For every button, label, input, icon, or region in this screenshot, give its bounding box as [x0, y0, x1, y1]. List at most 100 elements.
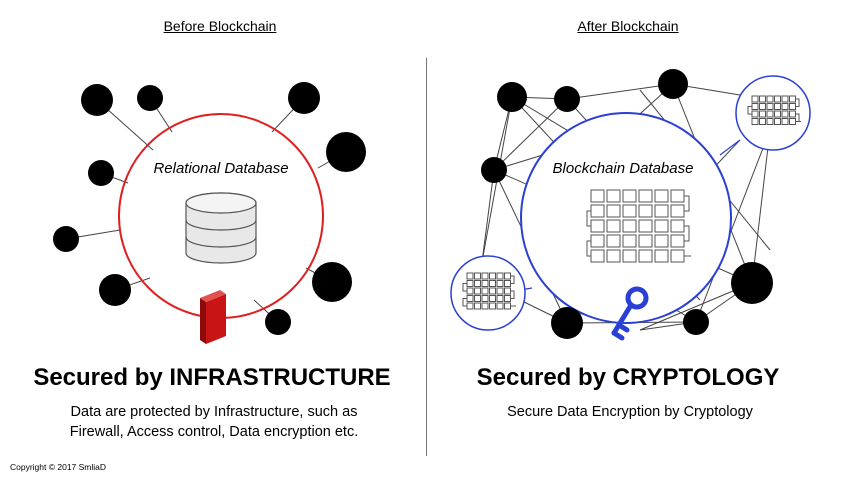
block	[654, 249, 669, 263]
node	[731, 262, 773, 304]
blockchain-blocks-zoom-bottom	[462, 272, 516, 310]
node	[551, 307, 583, 339]
firewall-icon	[200, 290, 226, 344]
block	[670, 234, 685, 248]
block	[496, 287, 504, 295]
block-link	[795, 98, 800, 107]
block	[751, 110, 759, 118]
block-link	[684, 225, 690, 242]
node	[99, 274, 131, 306]
block	[606, 204, 621, 218]
block-link	[586, 210, 591, 227]
block	[789, 110, 796, 118]
block	[504, 272, 511, 280]
block	[474, 302, 481, 310]
database-icon	[185, 192, 257, 264]
block	[606, 219, 621, 233]
infrastructure-headline: Secured by INFRASTRUCTURE	[33, 364, 391, 391]
block	[638, 189, 653, 203]
block	[751, 95, 759, 103]
block	[489, 280, 496, 287]
block	[496, 295, 504, 302]
block-link	[462, 298, 467, 307]
before-blockchain-title: Before Blockchain	[163, 18, 277, 34]
block-link	[747, 106, 752, 115]
block	[759, 103, 766, 110]
block	[489, 295, 496, 302]
block	[481, 295, 489, 302]
blockchain-blocks-zoom-top	[747, 95, 801, 125]
block	[781, 110, 789, 118]
node	[554, 86, 580, 112]
block	[606, 234, 621, 248]
node	[683, 309, 709, 335]
block	[466, 280, 474, 287]
block	[590, 189, 605, 203]
block	[481, 280, 489, 287]
block	[781, 95, 789, 103]
block	[789, 118, 796, 125]
block	[504, 302, 511, 310]
node	[481, 157, 507, 183]
block	[590, 234, 605, 248]
block	[590, 219, 605, 233]
node	[312, 262, 352, 302]
block-link	[510, 275, 515, 284]
block	[496, 302, 504, 310]
block	[466, 295, 474, 302]
block	[766, 110, 774, 118]
node	[497, 82, 527, 112]
block	[774, 118, 781, 125]
block	[622, 204, 637, 218]
panel-divider	[426, 58, 427, 456]
node	[81, 84, 113, 116]
block	[638, 234, 653, 248]
block	[504, 280, 511, 287]
infrastructure-description-line2: Firewall, Access control, Data encryptio…	[69, 424, 359, 440]
block	[481, 272, 489, 280]
block	[789, 103, 796, 110]
block	[789, 95, 796, 103]
block	[622, 219, 637, 233]
block	[670, 204, 685, 218]
key-icon	[611, 286, 649, 341]
block	[496, 280, 504, 287]
block	[670, 189, 685, 203]
copyright-text: Copyright © 2017 SmliaD	[10, 462, 107, 472]
block	[474, 280, 481, 287]
node	[88, 160, 114, 186]
block	[774, 95, 781, 103]
block	[496, 272, 504, 280]
block	[766, 103, 774, 110]
relational-database-label: Relational Database	[153, 160, 289, 177]
block	[590, 204, 605, 218]
block	[774, 103, 781, 110]
block	[759, 95, 766, 103]
blockchain-ring	[520, 112, 732, 324]
blockchain-blocks	[586, 189, 691, 263]
block-link	[462, 283, 467, 292]
block	[466, 302, 474, 310]
node	[137, 85, 163, 111]
block	[606, 249, 621, 263]
block	[489, 287, 496, 295]
node	[326, 132, 366, 172]
block	[774, 110, 781, 118]
block	[504, 295, 511, 302]
block	[606, 189, 621, 203]
blockchain-database-label: Blockchain Database	[552, 160, 694, 177]
block	[622, 234, 637, 248]
block	[638, 219, 653, 233]
block	[670, 249, 685, 263]
infrastructure-description-line1: Data are protected by Infrastructure, su…	[70, 404, 358, 420]
block	[481, 302, 489, 310]
block	[474, 295, 481, 302]
block-link	[586, 240, 591, 257]
left-network	[53, 82, 366, 344]
block	[766, 95, 774, 103]
block	[489, 272, 496, 280]
block	[622, 249, 637, 263]
node	[53, 226, 79, 252]
block	[504, 287, 511, 295]
